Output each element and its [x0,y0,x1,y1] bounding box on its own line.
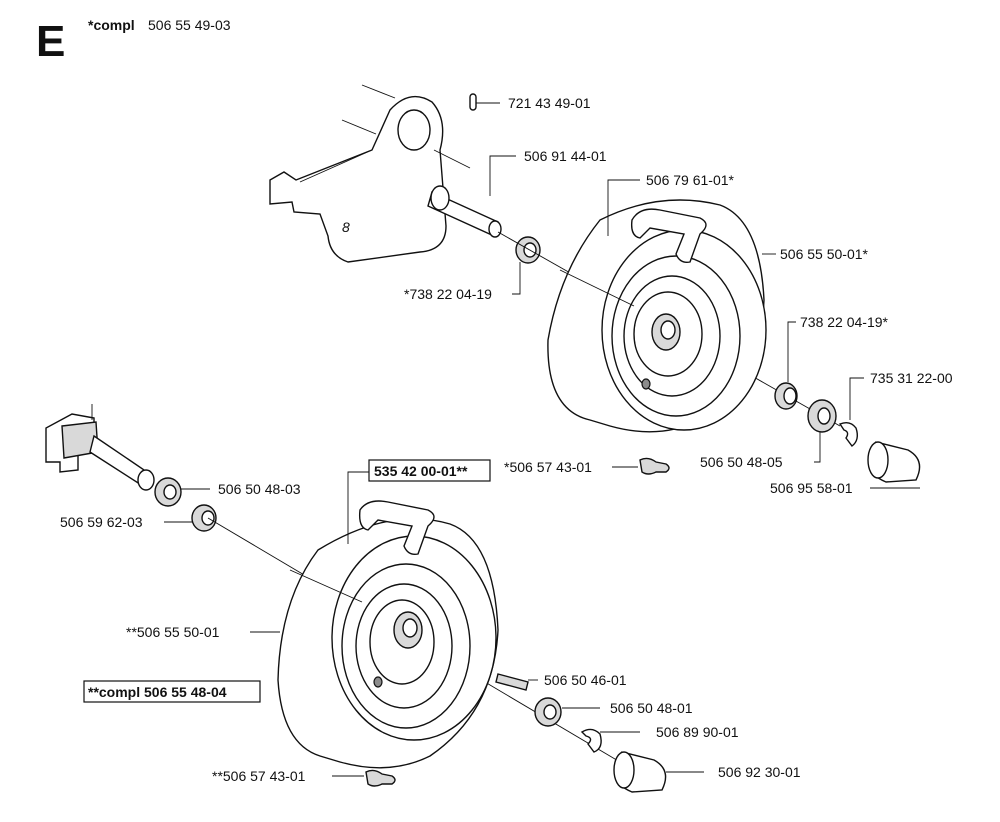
label-axle-upper: 506 91 44-01 [524,148,607,164]
label-wheel-assy-lower: 535 42 00-01** [374,463,468,479]
lower-washer-right [534,697,600,727]
label-cap-lower: 506 92 30-01 [718,764,801,780]
upper-bearing-right [774,321,798,410]
label-washer-upper: 506 50 48-05 [700,454,783,470]
label-bearing-upper-left: *738 22 04-19 [404,286,492,302]
upper-valve [612,457,670,475]
lower-axle [45,404,155,491]
lower-cap [613,751,704,793]
upper-bracket: 8 [269,84,471,263]
lower-valve [332,769,396,787]
label-bearing-upper-right: 738 22 04-19* [800,314,889,330]
wheel-assy-lower-box [368,459,491,482]
lower-wheel [250,471,499,769]
label-key-lower: 506 50 46-01 [544,672,627,688]
compl-lower-box [83,680,261,703]
lower-clip [580,728,640,753]
label-washer-lower-right: 506 50 48-01 [610,700,693,716]
label-tire-upper: 506 55 50-01* [780,246,869,262]
label-clip-lower: 506 89 90-01 [656,724,739,740]
label-pin: 721 43 49-01 [508,95,591,111]
label-cap-upper: 506 95 58-01 [770,480,853,496]
upper-pin [469,93,500,111]
upper-bearing-left [512,236,541,295]
label-spacer-lower: 506 59 62-03 [60,514,143,530]
upper-washer [807,399,837,463]
label-valve-lower: **506 57 43-01 [212,768,306,784]
bracket-mark-8: 8 [342,219,350,235]
lower-key [495,673,538,691]
label-valve-upper: *506 57 43-01 [504,459,592,475]
label-tire-lower: **506 55 50-01 [126,624,220,640]
upper-axle [427,155,516,238]
upper-cap [867,441,921,489]
upper-clip [838,377,864,447]
header-compl-prefix: *compl [88,17,135,33]
lower-washer-left [154,477,210,507]
label-clip-upper: 735 31 22-00 [870,370,953,386]
header-compl-number: 506 55 49-03 [148,17,231,33]
label-washer-lower-left: 506 50 48-03 [218,481,301,497]
label-rim-upper: 506 79 61-01* [646,172,735,188]
section-letter: E [36,17,65,66]
upper-wheel [547,179,776,433]
label-compl-lower: **compl 506 55 48-04 [88,684,227,700]
lower-spacer [164,504,217,532]
